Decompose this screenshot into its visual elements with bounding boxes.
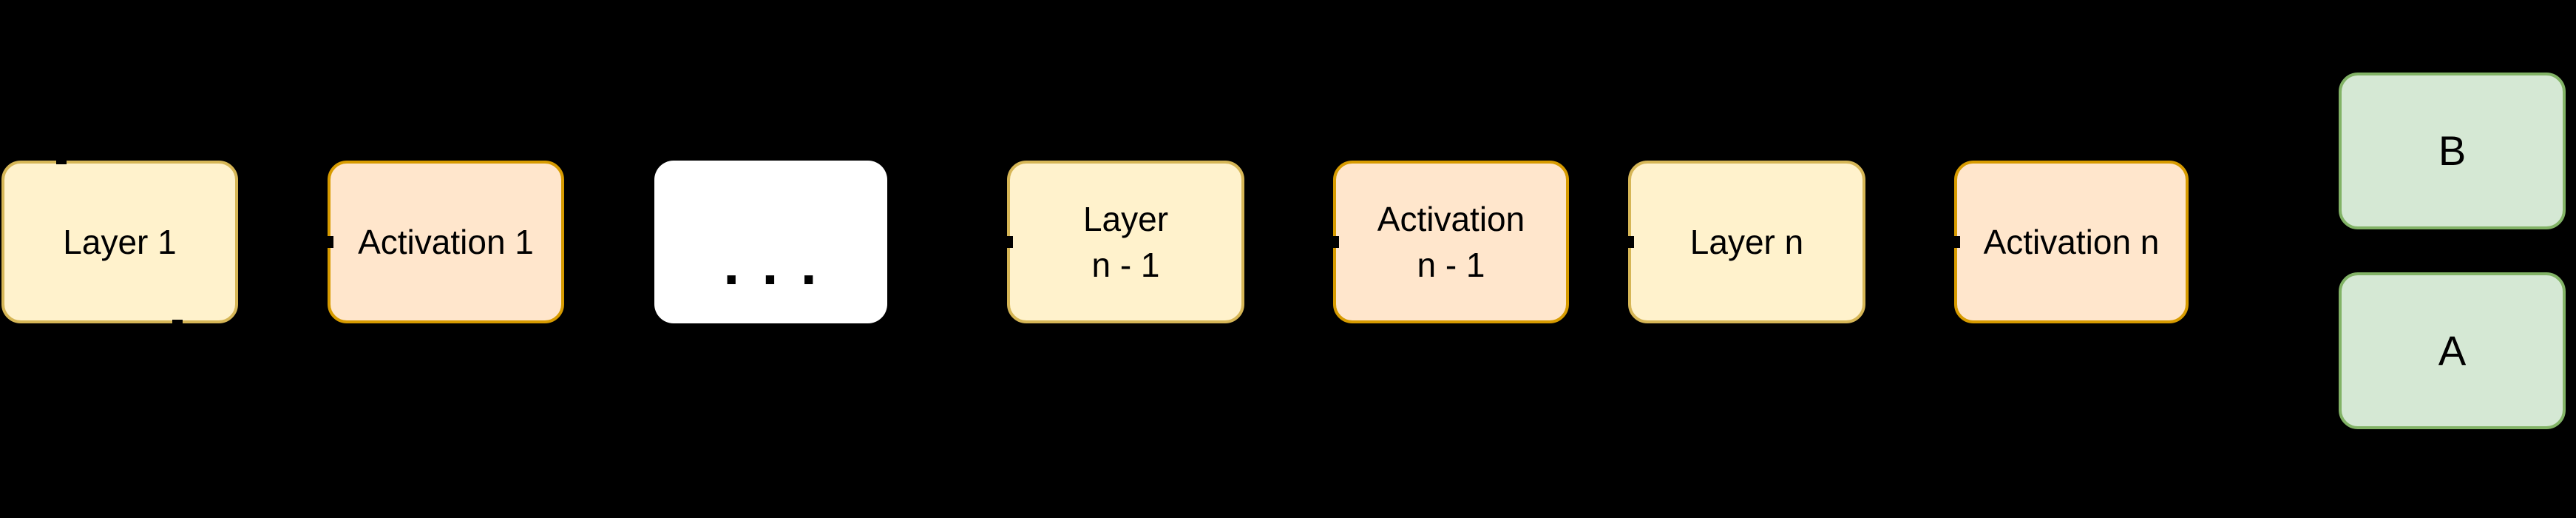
node-matrix-a: A xyxy=(2339,272,2566,429)
connector-arrow-notch xyxy=(1332,236,1339,248)
node-label-layer-n: Layer n xyxy=(1689,222,1804,261)
connector-arrow-notch xyxy=(1006,236,1013,248)
node-activation-n-1: Activation n - 1 xyxy=(1333,161,1569,323)
node-label-activation-1: Activation 1 xyxy=(358,222,534,261)
node-activation-1: Activation 1 xyxy=(328,161,564,323)
node-label-dots: ... xyxy=(723,231,839,297)
node-dots: ... xyxy=(654,161,887,323)
node-layer-1: Layer 1 xyxy=(1,161,238,323)
connector-arrow-notch xyxy=(1953,236,1960,248)
connector-arrow-notch xyxy=(326,236,333,248)
node-activation-n: Activation n xyxy=(1954,161,2189,323)
node-label-matrix-a: A xyxy=(2438,327,2467,374)
connector-arrow-notch xyxy=(1627,236,1634,248)
node-label-activation-n-1: Activation n - 1 xyxy=(1377,199,1525,284)
node-label-activation-n: Activation n xyxy=(1983,222,2160,261)
node-layer-n: Layer n xyxy=(1628,161,1865,323)
node-label-layer-n-1: Layer n - 1 xyxy=(1082,199,1169,284)
node-label-layer-1: Layer 1 xyxy=(63,222,177,261)
node-matrix-b: B xyxy=(2339,73,2566,229)
node-layer-n-1: Layer n - 1 xyxy=(1007,161,1244,323)
connector-arrow-notch xyxy=(172,320,183,327)
connector-arrow-notch xyxy=(56,157,67,164)
node-label-matrix-b: B xyxy=(2438,127,2467,175)
